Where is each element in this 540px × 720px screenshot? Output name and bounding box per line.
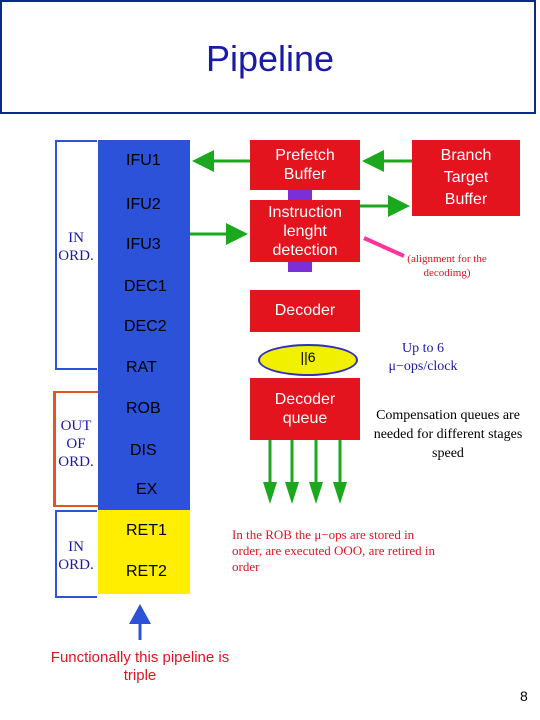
- prefetch-buffer-label: Prefetch Buffer: [275, 147, 335, 183]
- stage-ex: EX: [136, 481, 158, 498]
- stage-ifu3: IFU3: [126, 236, 161, 253]
- decoder-box: Decoder: [250, 290, 360, 332]
- up-to-6-note: Up to 6 μ−ops/clock: [388, 341, 458, 374]
- rob-note: In the ROB the μ−ops are stored in order…: [232, 527, 436, 574]
- purple-connector-top: [288, 190, 312, 200]
- page-title: Pipeline: [205, 38, 335, 79]
- stage-ifu2: IFU2: [126, 196, 161, 213]
- six-ops-ellipse: [258, 344, 358, 376]
- stage-ret2: RET2: [126, 563, 167, 580]
- stage-rob: ROB: [126, 400, 161, 417]
- ex-block: [98, 468, 190, 510]
- out-of-order-bracket: [53, 391, 100, 507]
- out-of-order-label: OUT OF ORD.: [58, 418, 94, 470]
- page-number: 8: [520, 688, 528, 704]
- instruction-length-label: Instruction lenght detection: [268, 203, 342, 259]
- branch-target-buffer-box: Branch Target Buffer: [412, 140, 520, 216]
- stage-dis: DIS: [130, 442, 157, 459]
- ild-to-btb-arrowhead: [388, 195, 410, 217]
- stage-rat: RAT: [126, 359, 157, 376]
- functionally-note: Functionally this pipeline is triple: [50, 649, 230, 684]
- queue-output-arrowheads: [263, 482, 347, 504]
- bottom-up-arrowhead: [129, 604, 151, 624]
- stage-dec2: DEC2: [124, 318, 167, 335]
- prefetch-buffer-box: Prefetch Buffer: [250, 140, 360, 190]
- queue-output-arrows: [268, 440, 342, 484]
- title-box: [0, 0, 536, 114]
- in-order-top-bracket: [55, 140, 97, 370]
- retire-stage-block: [98, 510, 190, 594]
- decoder-label: Decoder: [274, 302, 336, 319]
- stage-dec1: DEC1: [124, 278, 167, 295]
- in-order-bottom-label: IN ORD.: [58, 539, 94, 573]
- in-order-bottom-bracket: [55, 510, 97, 598]
- decoder-queue-label: Decoder queue: [274, 391, 336, 427]
- stage-ret1: RET1: [126, 522, 167, 539]
- decoder-queue-box: Decoder queue: [250, 378, 360, 440]
- ifu3-to-ild-arrowhead: [226, 223, 248, 245]
- btb-to-prefetch-arrowhead: [362, 150, 384, 172]
- compensation-note: Compensation queues are needed for diffe…: [373, 408, 523, 461]
- in-order-top-label: IN ORD.: [58, 230, 94, 264]
- prefetch-to-ifu1-arrowhead: [192, 150, 214, 172]
- six-ops-label: ||6: [300, 349, 316, 365]
- branch-target-buffer-label: Branch Target Buffer: [440, 147, 492, 208]
- instruction-length-box: Instruction lenght detection: [250, 200, 360, 262]
- purple-connector-bottom: [288, 262, 312, 272]
- alignment-pointer-line: [363, 236, 405, 258]
- stage-ifu1: IFU1: [126, 152, 161, 169]
- alignment-note: (alignment for the decodimg): [407, 253, 487, 279]
